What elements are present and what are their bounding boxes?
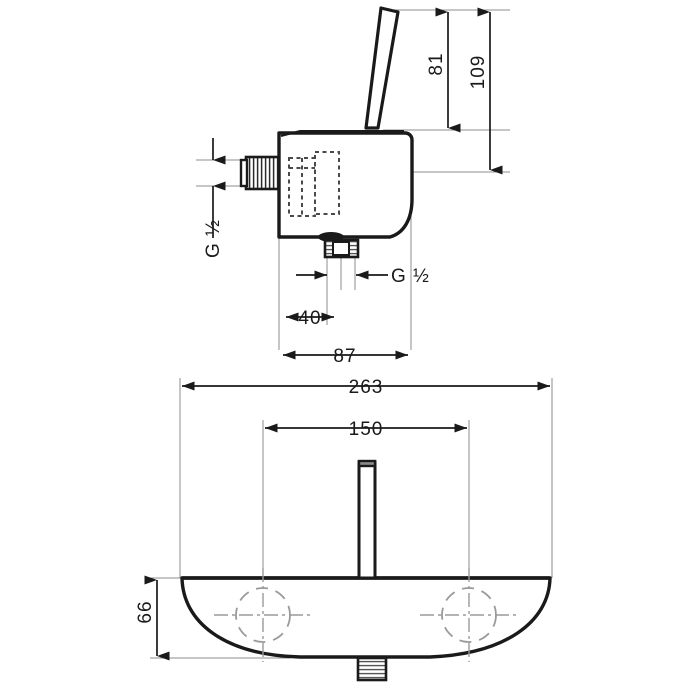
lever-cap-front <box>357 459 377 468</box>
dim-263-label: 263 <box>349 377 384 398</box>
lever-shaft-front <box>357 460 377 580</box>
dimension-40: 40 <box>286 308 334 329</box>
dim-66-label: 66 <box>135 600 156 623</box>
dim-109-label: 109 <box>468 55 489 90</box>
dim-87-label: 87 <box>333 346 356 367</box>
dimension-87: 87 <box>283 346 408 367</box>
inlet-connection-g-half <box>239 155 281 191</box>
inlet-thread-tip <box>239 158 249 188</box>
dim-81-label: 81 <box>426 52 447 75</box>
dimension-66: 66 <box>135 575 170 661</box>
fixing-centre-left <box>214 568 312 662</box>
side-elevation-view: 81 109 G ½ G ½ 40 <box>196 6 510 367</box>
dimension-81: 81 <box>426 7 461 133</box>
spout-outlet-front <box>356 656 388 682</box>
fixing-centre-right <box>420 568 518 662</box>
lever-handle <box>364 6 400 130</box>
front-elevation-view: 263 150 66 <box>135 377 553 682</box>
dimension-263: 263 <box>182 377 550 398</box>
hidden-cartridge-detail <box>288 151 340 217</box>
mixer-body-front-outline <box>180 576 552 659</box>
dim-g-half-outlet-label: G ½ <box>391 266 430 287</box>
spout-outlet-thread <box>356 656 388 682</box>
dimension-150: 150 <box>265 419 467 440</box>
outlet-thread-bore <box>332 241 350 256</box>
dimension-109: 109 <box>468 7 503 175</box>
outlet-connection-g-half <box>323 238 360 259</box>
mixer-body-side-outline <box>277 131 414 239</box>
lever-handle-front <box>357 459 377 580</box>
dim-150-label: 150 <box>349 419 384 440</box>
body-top-chamfer <box>280 130 404 137</box>
cartridge-hidden-right <box>314 151 340 215</box>
dimension-g-half-inlet: G ½ <box>203 138 226 258</box>
inlet-thread-body <box>244 155 281 191</box>
dimension-g-half-outlet: G ½ <box>296 266 430 287</box>
dim-g-half-inlet-label: G ½ <box>203 219 224 258</box>
dim-40-label: 40 <box>298 308 321 329</box>
